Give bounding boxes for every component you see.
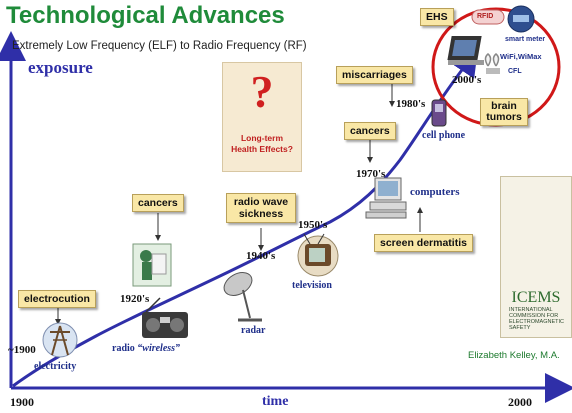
x-axis-end: 2000 [508,395,532,409]
computer-icon [365,177,407,219]
icems-line-3: ELECTROMAGNETIC [509,319,565,325]
y-axis-label: exposure [28,58,93,77]
long-term-effects-panel: ? Long-term Health Effects? [222,62,302,172]
effect-miscarriages: miscarriages [336,66,413,84]
year-2000s: 2000's [452,74,482,86]
question-line-1: Long-term [240,133,284,143]
x-axis-start: 1900 [10,395,34,409]
tech-rfid: RFID [477,13,494,20]
effect-ehs: EHS [420,8,454,26]
effect-cancers-late: cancers [344,122,396,140]
year-1900: ~1900 [8,344,36,356]
cell-phone-icon [431,99,447,127]
slide-title: Technological Advances [6,2,285,29]
icems-logo-panel: ICEMS INTERNATIONAL COMMISSION FOR ELECT… [500,176,572,338]
tech-smart-meter: smart meter [505,36,546,43]
radar-dish-icon [223,272,262,322]
rfid-badge [471,9,505,25]
year-1970s: 1970's [356,168,386,180]
tech-radio-prefix: radio [112,343,138,354]
year-1980s: 1980's [396,98,426,110]
icems-acronym: ICEMS [511,289,561,306]
radio-icon [142,297,188,338]
year-1950s: 1950's [298,219,328,231]
icems-line-4: SAFETY [509,325,531,331]
effect-brain-tumors: brain tumors [480,98,528,126]
author-credit: Elizabeth Kelley, M.A. [468,350,560,361]
question-line-2: Health Effects? [231,144,293,154]
slide-subtitle: Extremely Low Frequency (ELF) to Radio F… [12,40,307,52]
tech-radio: radio “wireless” [112,343,180,354]
tech-cell-phone: cell phone [422,130,466,141]
x-axis-label: time [262,394,289,409]
reading-person-icon [132,243,172,287]
tech-television: television [292,280,332,291]
cfl-bulb-icon [484,53,500,74]
tech-radio-wireless: “wireless” [137,343,181,354]
electricity-pylon-icon [42,322,78,358]
exposure-curve [12,61,470,388]
year-1940s: 1940's [246,250,276,262]
icems-line-2: COMMISSION FOR [509,313,559,319]
smart-meter-icon [507,5,535,33]
effect-electrocution: electrocution [18,290,96,308]
laptop-icon [447,36,484,65]
tech-cfl: CFL [508,68,522,75]
effect-radio-wave-sickness: radio wave sickness [226,193,296,223]
question-mark: ? [250,66,274,117]
television-icon [297,233,339,277]
effect-cancers-early: cancers [132,194,184,212]
year-1920s: 1920's [120,293,150,305]
icems-line-1: INTERNATIONAL [509,307,553,313]
tech-radar: radar [241,325,266,336]
tech-wifi: WiFi,WiMax [500,52,542,61]
tech-electricity: electricity [34,361,77,372]
effect-screen-dermatitis: screen dermatitis [374,234,473,252]
tech-computers: computers [410,186,460,198]
